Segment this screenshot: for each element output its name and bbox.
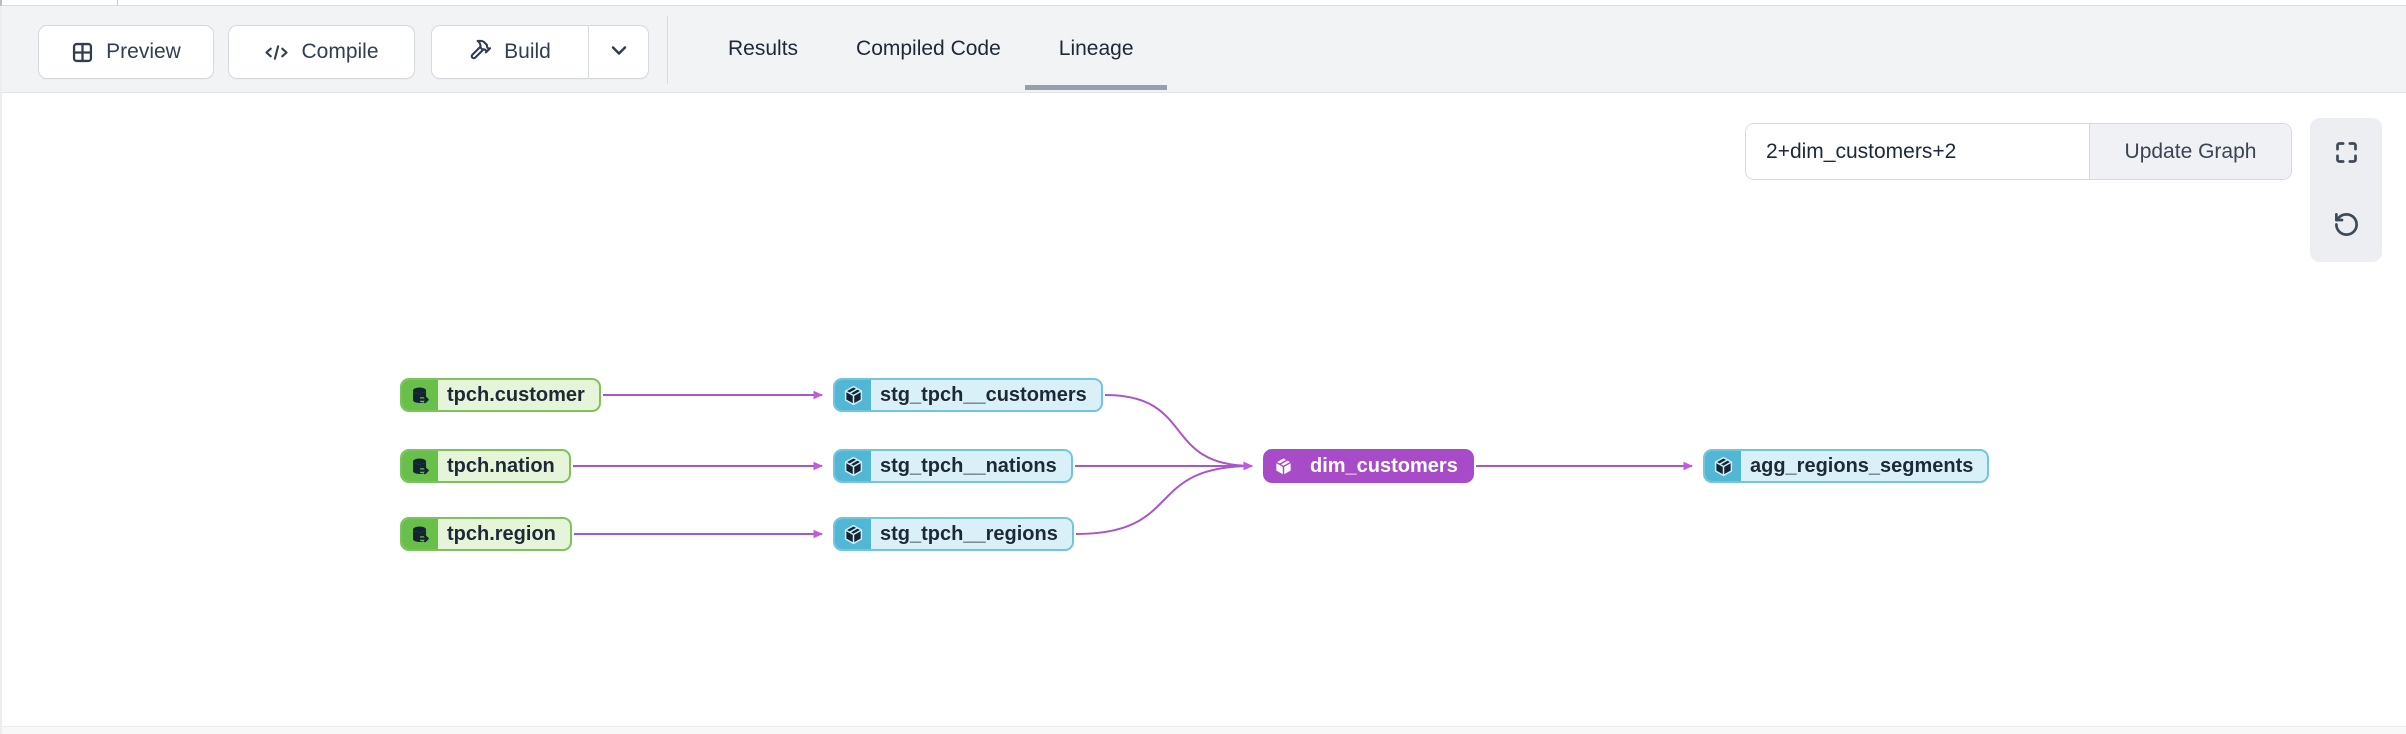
tab-lineage[interactable]: Lineage <box>1059 6 1134 92</box>
compile-button-label: Compile <box>301 40 379 63</box>
fullscreen-icon <box>2333 139 2360 169</box>
lineage-node-tpch.customer[interactable]: tpch.customer <box>400 378 601 412</box>
cube-icon <box>835 519 871 549</box>
lineage-node-dim_customers[interactable]: dim_customers <box>1263 449 1474 483</box>
node-label: stg_tpch__nations <box>880 454 1057 477</box>
compile-button[interactable]: Compile <box>228 25 415 79</box>
lineage-edge-stg_tpch__regions-to-dim_customers <box>1075 461 1253 535</box>
reset-view-button[interactable] <box>2310 190 2382 262</box>
node-label: tpch.region <box>447 522 556 545</box>
cube-icon <box>1265 451 1301 481</box>
tab-results-label: Results <box>728 37 799 60</box>
node-label: stg_tpch__customers <box>880 383 1087 406</box>
toolbar-buttons: Preview Compile <box>38 25 649 79</box>
preview-button[interactable]: Preview <box>38 25 214 79</box>
result-tabs: Results Compiled Code Lineage <box>728 6 1134 92</box>
build-button-label: Build <box>504 40 551 63</box>
preview-button-label: Preview <box>106 40 181 63</box>
editor-tab-divider <box>117 0 118 6</box>
panel-edge <box>0 0 2 6</box>
lineage-edge-stg_tpch__customers-to-dim_customers <box>1104 394 1253 471</box>
lineage-node-stg_tpch__customers[interactable]: stg_tpch__customers <box>833 378 1103 412</box>
build-split-button: Build <box>431 25 649 79</box>
tab-compiled-code-label: Compiled Code <box>856 37 1001 60</box>
lineage-canvas[interactable]: Update Graph <box>0 94 2406 726</box>
tab-results[interactable]: Results <box>728 6 798 92</box>
cube-icon <box>835 380 871 410</box>
code-icon <box>264 41 289 64</box>
reset-view-icon <box>2333 211 2360 241</box>
lineage-selector-control: Update Graph <box>1745 123 2292 180</box>
lineage-view-controls <box>2310 118 2382 262</box>
cube-icon <box>835 451 871 481</box>
node-label: stg_tpch__regions <box>880 522 1058 545</box>
fullscreen-button[interactable] <box>2310 118 2382 190</box>
node-label: dim_customers <box>1310 454 1458 477</box>
database-source-icon <box>402 519 438 549</box>
lineage-selector-input[interactable] <box>1746 124 2089 179</box>
cube-icon <box>1705 451 1741 481</box>
hammer-icon <box>469 38 492 67</box>
database-source-icon <box>402 380 438 410</box>
ide-toolbar: Preview Compile <box>0 6 2406 93</box>
lineage-node-tpch.region[interactable]: tpch.region <box>400 517 572 551</box>
grid-icon <box>71 41 94 64</box>
lineage-node-stg_tpch__regions[interactable]: stg_tpch__regions <box>833 517 1074 551</box>
panel-left-edge <box>0 6 2 734</box>
node-label: agg_regions_segments <box>1750 454 1974 477</box>
chevron-down-icon <box>607 38 631 67</box>
node-label: tpch.customer <box>447 383 585 406</box>
build-button[interactable]: Build <box>432 26 588 78</box>
lineage-node-stg_tpch__nations[interactable]: stg_tpch__nations <box>833 449 1073 483</box>
panel-bottom-edge <box>0 726 2406 734</box>
editor-tabbar-bottom-edge <box>0 0 2406 6</box>
build-options-button[interactable] <box>588 26 648 78</box>
tab-compiled-code[interactable]: Compiled Code <box>856 6 1001 92</box>
update-graph-button[interactable]: Update Graph <box>2089 124 2291 179</box>
database-source-icon <box>402 451 438 481</box>
tab-lineage-label: Lineage <box>1058 37 1134 60</box>
node-label: tpch.nation <box>447 454 555 477</box>
toolbar-divider <box>667 16 668 84</box>
lineage-node-tpch.nation[interactable]: tpch.nation <box>400 449 571 483</box>
lineage-node-agg_regions_segments[interactable]: agg_regions_segments <box>1703 449 1990 483</box>
